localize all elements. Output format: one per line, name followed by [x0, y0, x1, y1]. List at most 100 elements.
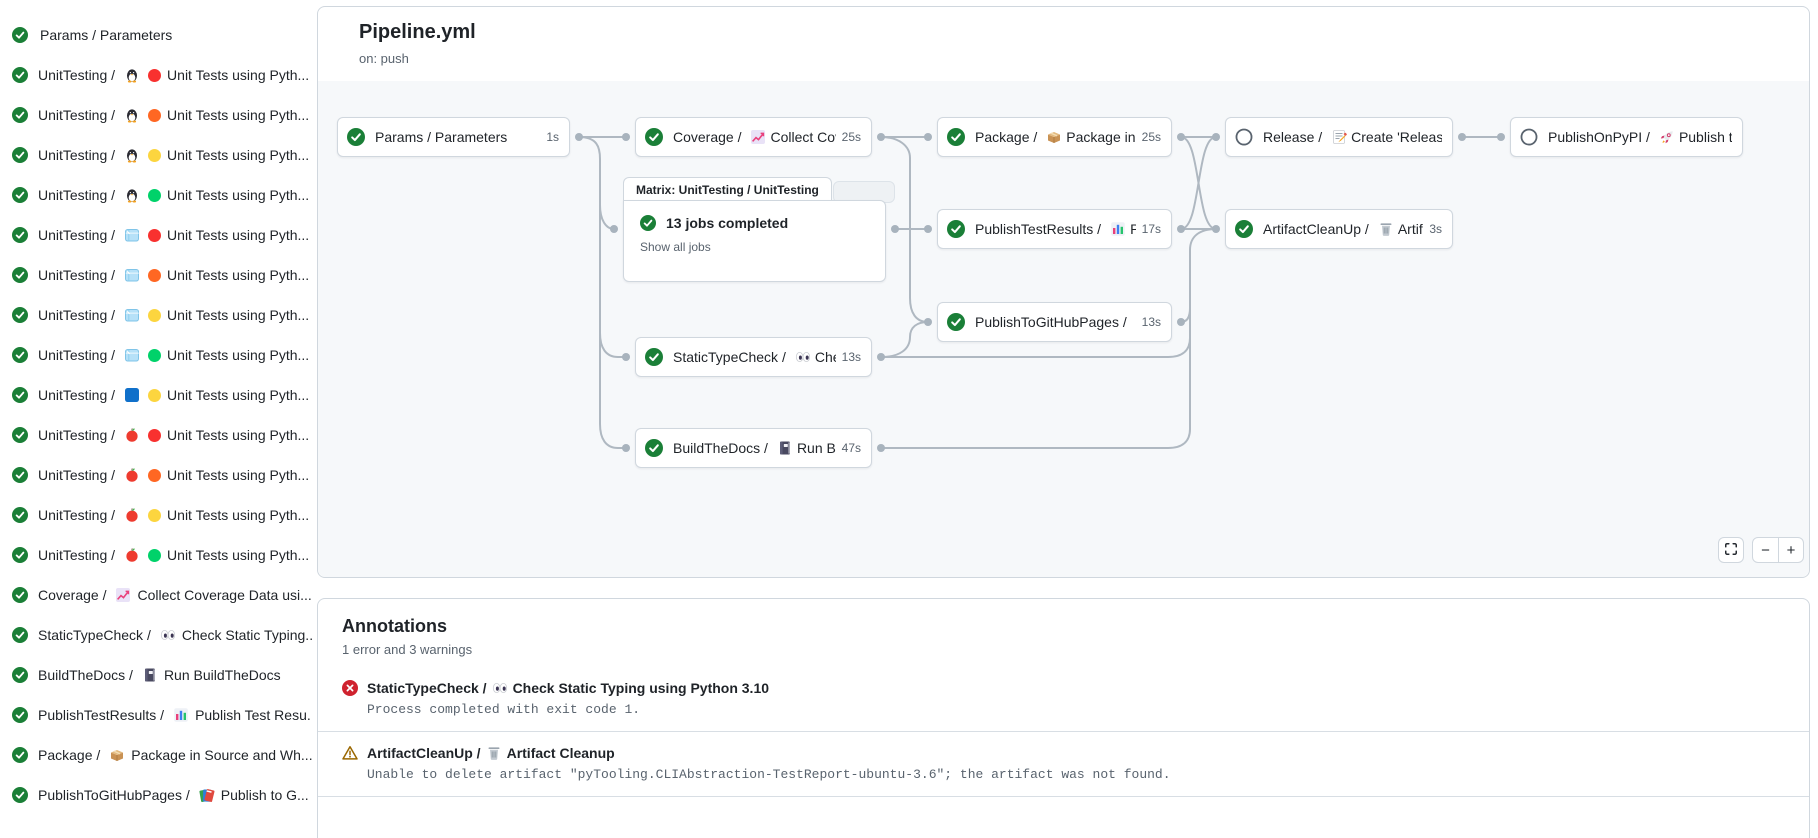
job-label: Params / Parameters	[375, 129, 507, 145]
job-label: UnitTesting /Unit Tests using Pyth...	[38, 427, 309, 443]
success-icon	[12, 507, 28, 523]
py-red-circle-icon	[148, 428, 162, 442]
job-duration: 17s	[1141, 222, 1161, 236]
bar-chart-icon	[1110, 221, 1126, 237]
job-name: UnitTesting /	[38, 67, 116, 83]
matrix-group-label: Matrix: UnitTesting / UnitTesting	[623, 177, 832, 201]
sidebar-job-item[interactable]: UnitTesting / Unit Tests using Pyth...	[0, 55, 312, 95]
zoom-out-button[interactable]: −	[1761, 541, 1770, 559]
job-name: PublishTestResults /	[975, 221, 1102, 237]
job-duration: 47s	[841, 441, 861, 455]
sidebar-job-item[interactable]: UnitTesting /Unit Tests using Pyth...	[0, 215, 312, 255]
annotation-title-link[interactable]: ArtifactCleanUp / Artifact Cleanup	[342, 745, 1785, 761]
job-label: UnitTesting /Unit Tests using Pyth...	[38, 187, 309, 203]
job-step-title: Run BuildTheDocs	[163, 667, 281, 683]
job-label: UnitTesting /Unit Tests using Pyth...	[38, 547, 309, 563]
graph-node-publishtogithubpages[interactable]: PublishToGitHubPages /...13s	[937, 302, 1172, 342]
matrix-group-card[interactable]: 13 jobs completed Show all jobs	[623, 200, 886, 282]
job-name: StaticTypeCheck /	[673, 349, 786, 365]
job-label: PublishToGitHubPages /...	[975, 314, 1136, 330]
annotation-error-row: StaticTypeCheck /Check Static Typing usi…	[318, 667, 1809, 732]
sidebar-job-item[interactable]: UnitTesting /Unit Tests using Pyth...	[0, 255, 312, 295]
sidebar-job-item[interactable]: UnitTesting /Unit Tests using Pyth...	[0, 495, 312, 535]
sidebar-job-item[interactable]: PublishToGitHubPages /Publish to G...	[0, 775, 312, 815]
sidebar-job-item[interactable]: UnitTesting /Unit Tests using Pyth...	[0, 95, 312, 135]
graph-node-artifactcleanup[interactable]: ArtifactCleanUp /Artifac...3s	[1225, 209, 1453, 249]
graph-node-release[interactable]: Release /Create 'Release P...	[1225, 117, 1453, 157]
rocket-icon	[1659, 129, 1675, 145]
books-icon	[199, 787, 215, 803]
wastebasket-icon	[486, 745, 502, 761]
job-name: UnitTesting /	[38, 107, 116, 123]
sidebar-job-item[interactable]: UnitTesting /Unit Tests using Pyth...	[0, 175, 312, 215]
job-label: UnitTesting /Unit Tests using Pyth...	[38, 267, 309, 283]
sidebar-job-item[interactable]: UnitTesting /Unit Tests using Pyth...	[0, 455, 312, 495]
chart-increasing-icon	[115, 587, 131, 603]
job-step-title: Artifac...	[1397, 221, 1423, 237]
sidebar-job-item[interactable]: PublishTestResults /Publish Test Resu...	[0, 695, 312, 735]
sidebar-job-item[interactable]: UnitTesting /Unit Tests using Pyth...	[0, 415, 312, 455]
annotation-title-link[interactable]: StaticTypeCheck /Check Static Typing usi…	[342, 680, 1785, 696]
sidebar-job-item[interactable]: UnitTesting /Unit Tests using Pyth...	[0, 295, 312, 335]
sidebar-job-item[interactable]: UnitTesting /Unit Tests using Pyth...	[0, 335, 312, 375]
ice-icon	[124, 227, 140, 243]
sidebar-job-item[interactable]: Package /Package in Source and Wh...	[0, 735, 312, 775]
sidebar-job-item[interactable]: BuildTheDocs /Run BuildTheDocs	[0, 655, 312, 695]
graph-node-statictypecheck[interactable]: StaticTypeCheck /Chec...13s	[635, 337, 872, 377]
job-name: UnitTesting /	[38, 307, 116, 323]
graph-node-publishtestresults[interactable]: PublishTestResults /Pu...17s	[937, 209, 1172, 249]
annotation-message: Unable to delete artifact "pyTooling.CLI…	[367, 767, 1171, 782]
annotations-card: Annotations 1 error and 3 warnings Stati…	[317, 598, 1810, 838]
graph-node-publishonpypi[interactable]: PublishOnPyPI /Publish to ...	[1510, 117, 1743, 157]
success-icon	[1235, 220, 1253, 238]
job-label: Coverage /Collect Coverage Data usi...	[38, 587, 312, 603]
show-all-jobs-link[interactable]: Show all jobs	[640, 240, 711, 254]
success-icon	[645, 439, 663, 457]
py-green-circle-icon	[148, 348, 162, 362]
success-icon	[12, 387, 28, 403]
job-step-title: Publish to G...	[220, 787, 309, 803]
graph-node-package[interactable]: Package /Package in So...25s	[937, 117, 1172, 157]
graph-node-coverage[interactable]: Coverage /Collect Cove...25s	[635, 117, 872, 157]
graph-node-buildthedocs[interactable]: BuildTheDocs /Run Buil...47s	[635, 428, 872, 468]
py-green-circle-icon	[148, 188, 162, 202]
job-label: UnitTesting /Unit Tests using Pyth...	[38, 467, 309, 483]
notebook-icon	[777, 440, 793, 456]
py-yellow-circle-icon	[148, 148, 162, 162]
annotation-job-name: ArtifactCleanUp /	[367, 745, 481, 761]
job-label: BuildTheDocs /Run BuildTheDocs	[38, 667, 281, 683]
sidebar-job-item[interactable]: UnitTesting /Unit Tests using Pyth...	[0, 135, 312, 175]
fullscreen-button[interactable]	[1718, 537, 1744, 563]
apple-icon	[124, 467, 140, 483]
py-yellow-circle-icon	[148, 388, 162, 402]
sidebar-job-item[interactable]: UnitTesting /Unit Tests using Pyth...	[0, 375, 312, 415]
sidebar-job-item[interactable]: StaticTypeCheck /Check Static Typing...	[0, 615, 312, 655]
sidebar-job-item[interactable]: Coverage /Collect Coverage Data usi...	[0, 575, 312, 615]
job-name: Package /	[975, 129, 1038, 145]
fullscreen-icon	[1724, 542, 1738, 559]
zoom-in-button[interactable]: +	[1777, 538, 1803, 562]
py-red-circle-icon	[148, 228, 162, 242]
success-icon	[947, 220, 965, 238]
success-icon	[12, 27, 28, 43]
job-name: Coverage /	[673, 129, 742, 145]
job-name: UnitTesting /	[38, 187, 116, 203]
sidebar-job-item[interactable]: UnitTesting /Unit Tests using Pyth...	[0, 535, 312, 575]
job-name: UnitTesting /	[38, 427, 116, 443]
linux-icon	[124, 107, 140, 123]
linux-icon	[124, 67, 140, 83]
job-label: UnitTesting /Unit Tests using Pyth...	[38, 307, 309, 323]
success-icon	[12, 107, 28, 123]
wastebasket-icon	[1378, 221, 1394, 237]
error-icon	[342, 680, 358, 696]
ice-icon	[124, 347, 140, 363]
sidebar-job-item[interactable]: Params / Parameters	[0, 15, 312, 55]
annotation-step-name: Artifact Cleanup	[506, 745, 615, 761]
notebook-icon	[142, 667, 158, 683]
package-icon	[1046, 129, 1062, 145]
job-step-title: Unit Tests using Pyth...	[167, 67, 310, 83]
success-icon	[12, 427, 28, 443]
job-name: Package /	[38, 747, 101, 763]
job-step-title: Unit Tests using Pyth...	[167, 387, 310, 403]
